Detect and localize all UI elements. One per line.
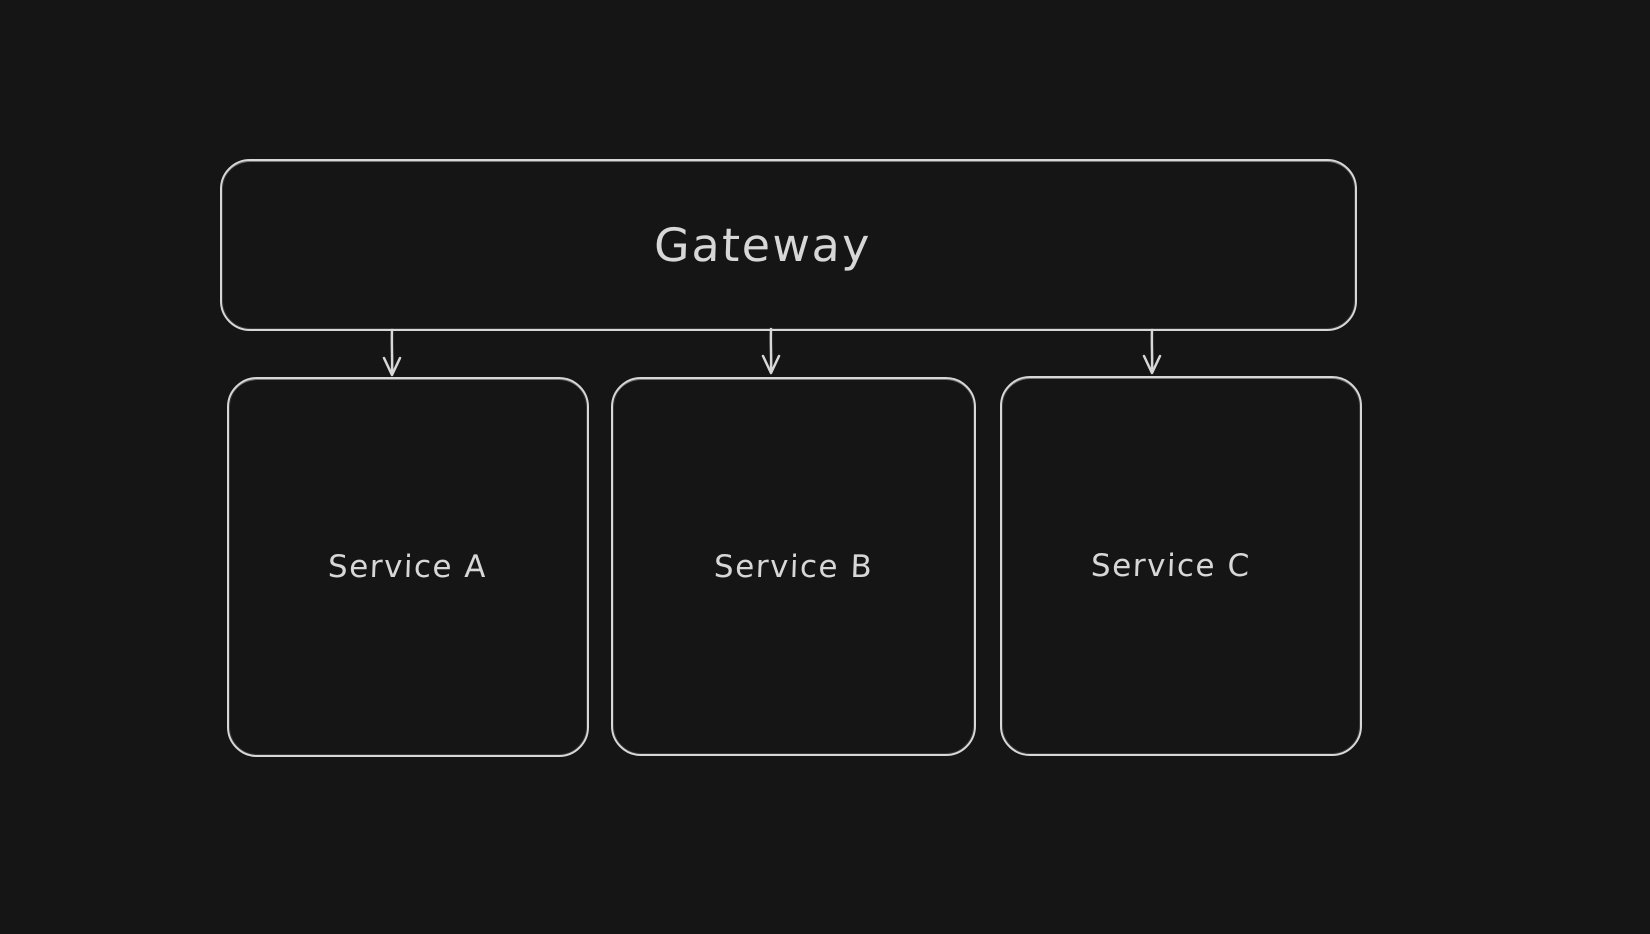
arrow-gateway-to-service-c[interactable] — [1142, 328, 1162, 375]
node-service-b-label: Service B — [713, 548, 874, 585]
node-service-a[interactable]: Service A — [227, 377, 589, 757]
node-service-a-label: Service A — [327, 549, 489, 585]
node-gateway-label: Gateway — [652, 218, 873, 272]
node-service-c[interactable]: Service C — [1000, 376, 1362, 756]
node-gateway[interactable]: Gateway — [220, 159, 1357, 331]
node-service-c-label: Service C — [1090, 548, 1252, 584]
arrow-gateway-to-service-b[interactable] — [761, 327, 781, 375]
node-service-b[interactable]: Service B — [611, 377, 976, 756]
arrow-gateway-to-service-a[interactable] — [382, 328, 402, 377]
